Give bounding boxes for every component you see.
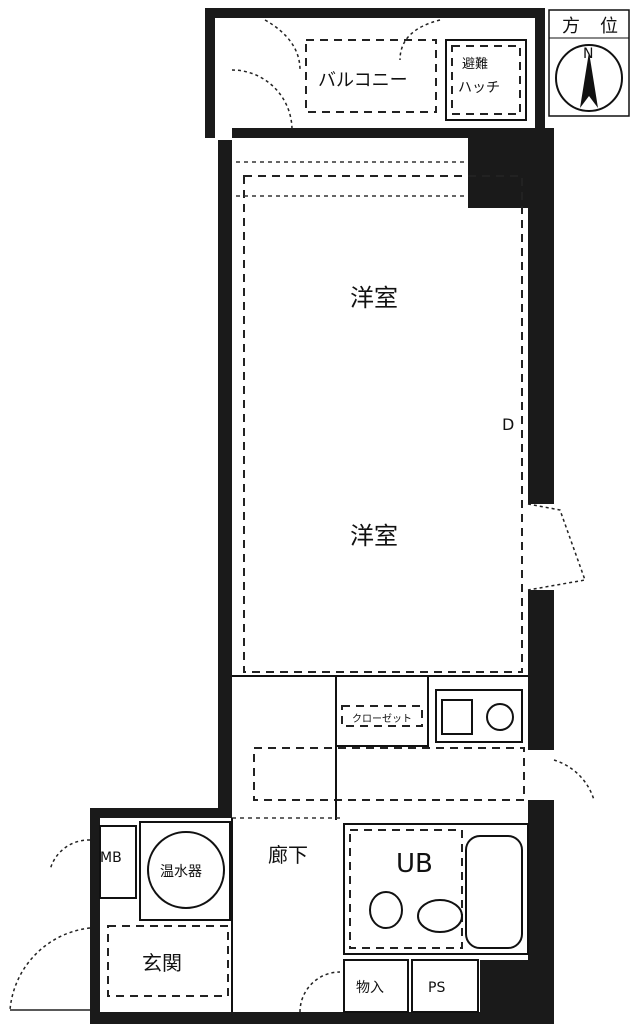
compass-circle <box>555 44 623 112</box>
closet-label: クローゼット <box>352 713 412 725</box>
balcony-area: バルコニー 避難 ハッチ <box>231 19 527 131</box>
hatch-label: 避難 <box>462 57 488 72</box>
entry-annex: MB 温水器 玄関 <box>9 759 595 1011</box>
storage-label: 物入 <box>356 980 384 996</box>
closet-kitchen: クローゼット <box>232 675 528 820</box>
right-door-swing <box>553 759 595 801</box>
hallway-label: 廊下 <box>268 843 308 867</box>
meter-box-label: MB <box>100 850 122 866</box>
western-room-label-1: 洋室 <box>350 284 398 312</box>
western-room: 洋室 洋室 D <box>236 161 587 673</box>
balcony-door-swing <box>231 69 293 131</box>
outer-walls <box>90 8 554 1024</box>
storage-ps: 物入 PS <box>299 959 479 1013</box>
compass-label-b: 位 <box>600 16 618 37</box>
unit-bath-label: UB <box>396 849 433 879</box>
compass-north: N <box>583 46 593 62</box>
entrance-label: 玄関 <box>142 951 182 975</box>
hallway: 廊下 <box>231 817 344 1012</box>
compass: 方 位 N <box>548 9 630 117</box>
north-arrow-icon <box>580 52 598 108</box>
pipe-space-label: PS <box>428 980 445 996</box>
balcony-label: バルコニー <box>318 70 408 91</box>
entrance-door-swing <box>9 927 91 1011</box>
water-heater-label: 温水器 <box>160 864 202 880</box>
right-window-swing <box>527 503 587 591</box>
western-room-label-2: 洋室 <box>350 522 398 550</box>
mb-door-swing <box>49 839 91 871</box>
hatch-label-2: ハッチ <box>458 80 500 96</box>
unit-bath: UB <box>343 823 529 955</box>
compass-label-a: 方 <box>562 16 580 37</box>
window-mark: D <box>502 415 514 434</box>
